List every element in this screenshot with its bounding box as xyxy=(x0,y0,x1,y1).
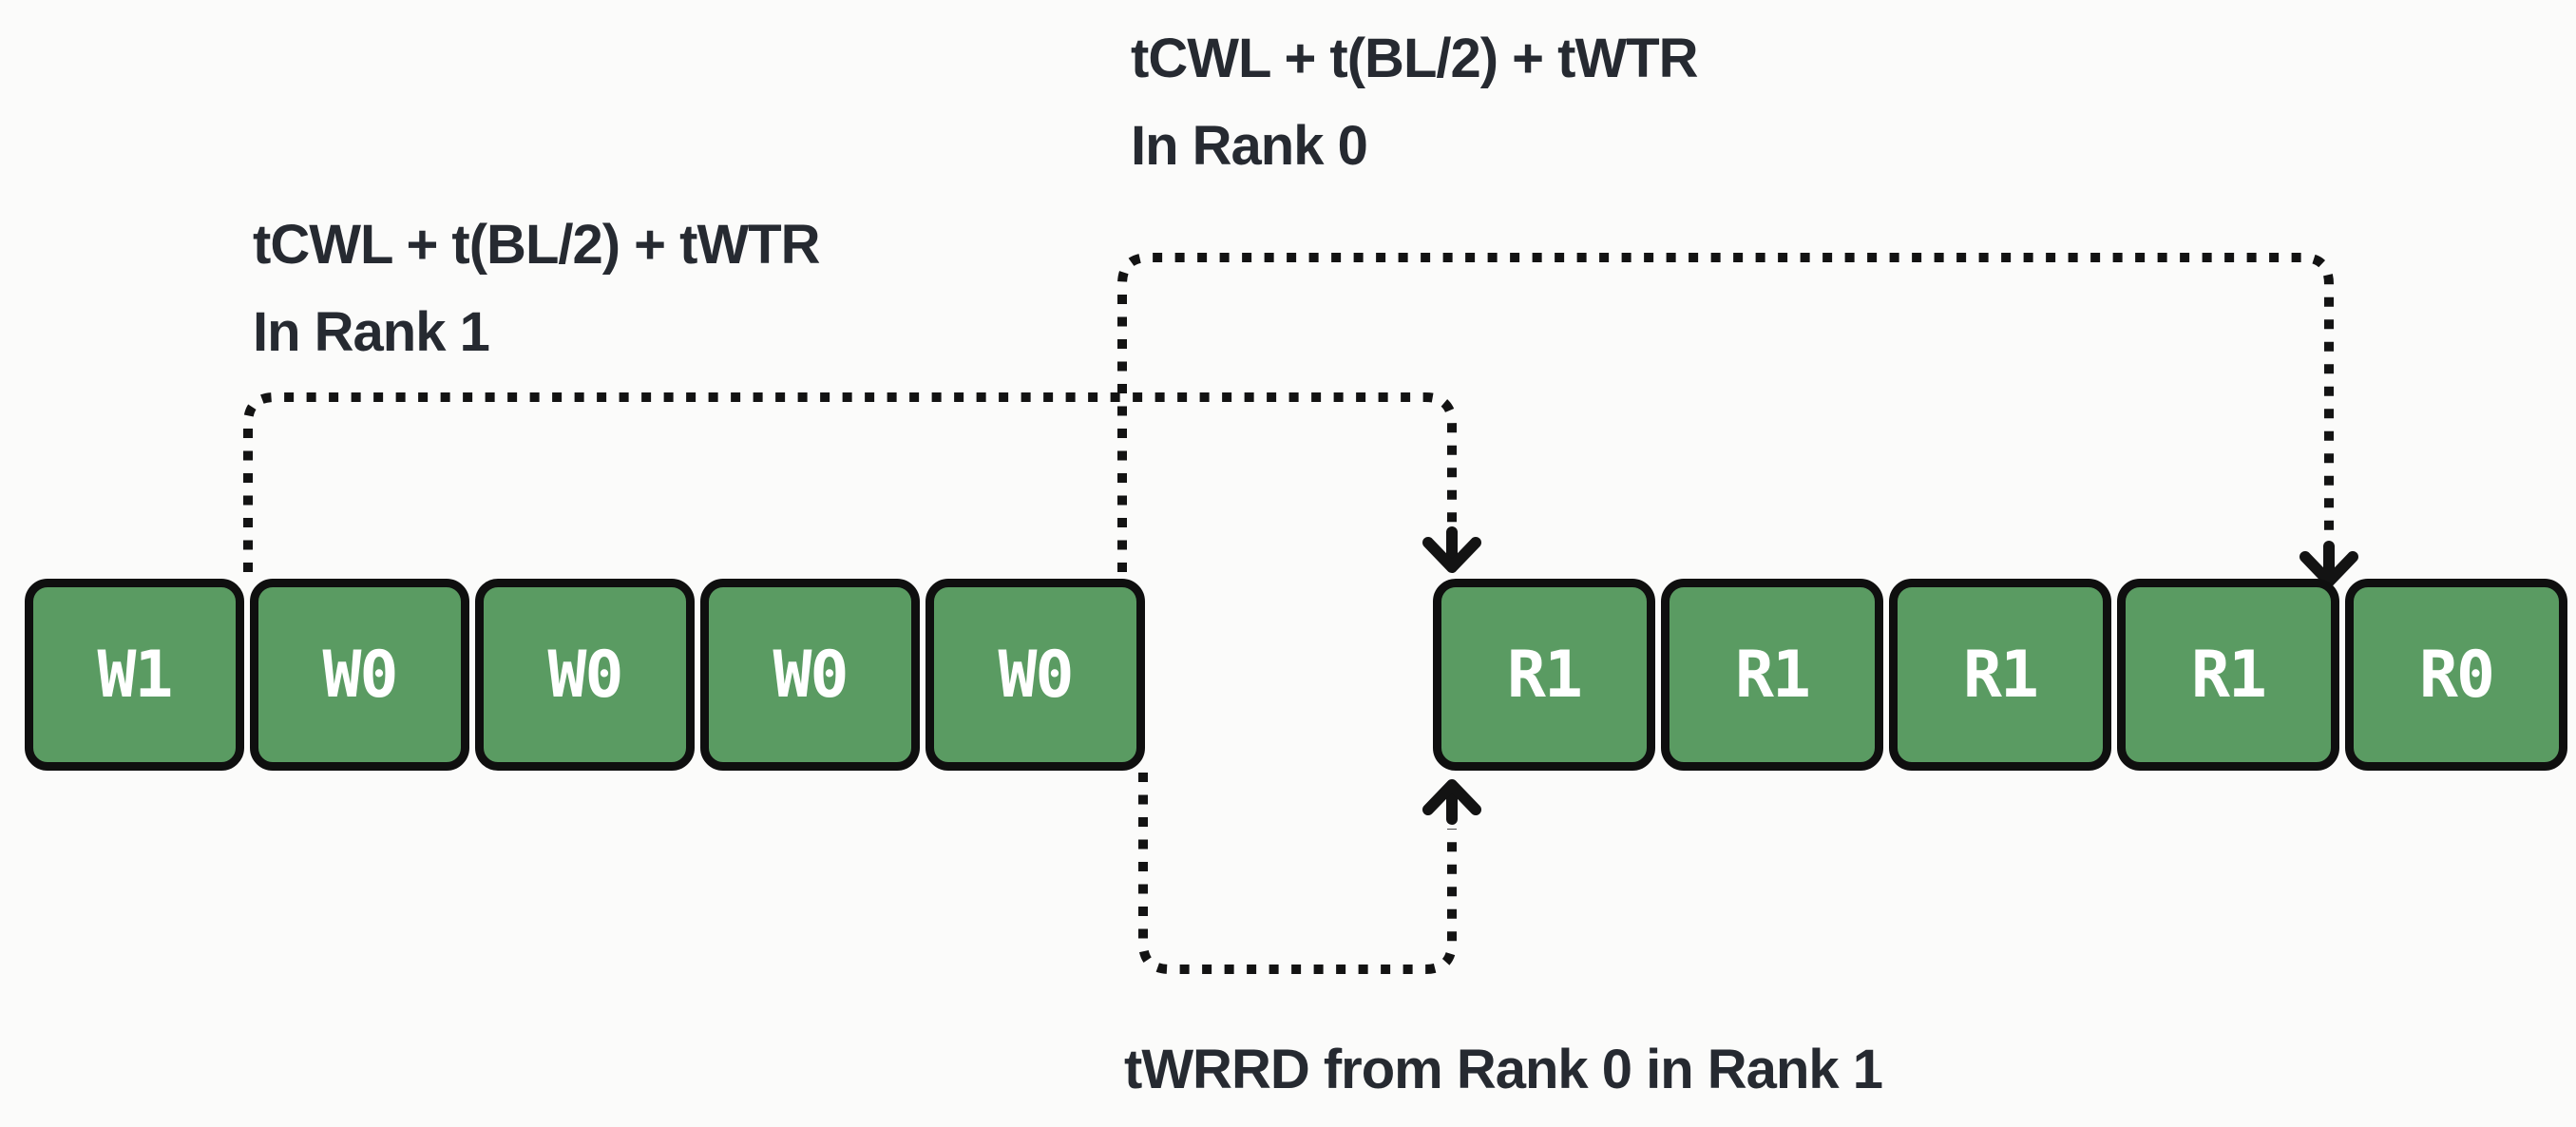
arrow-rank1-down-arrowhead xyxy=(1422,537,1481,573)
box-r1-2: R1 xyxy=(1661,579,1883,771)
box-r1-3: R1 xyxy=(1889,579,2111,771)
read-command-group: R1 R1 R1 R1 R0 xyxy=(1433,579,2567,771)
box-w1: W1 xyxy=(25,579,244,771)
box-w0-1: W0 xyxy=(250,579,469,771)
label-rank0-timing: tCWL + t(BL/2) + tWTR In Rank 0 xyxy=(1131,15,1699,190)
label-rank0-rank: In Rank 0 xyxy=(1131,115,1368,177)
label-rank1-rank: In Rank 1 xyxy=(253,301,490,363)
arrow-twrrd-up-arrowhead xyxy=(1422,779,1481,815)
write-command-group: W1 W0 W0 W0 W0 xyxy=(25,579,1145,771)
label-twrrd: tWRRD from Rank 0 in Rank 1 xyxy=(1124,1039,1883,1100)
label-rank0-formula: tCWL + t(BL/2) + tWTR xyxy=(1131,28,1699,89)
arrow-path-rank0 xyxy=(1117,253,2334,572)
box-r0: R0 xyxy=(2345,579,2567,771)
box-w0-2: W0 xyxy=(475,579,695,771)
box-r1-1: R1 xyxy=(1433,579,1655,771)
label-rank1-formula: tCWL + t(BL/2) + tWTR xyxy=(253,214,821,276)
arrow-path-twrrd xyxy=(1138,773,1457,974)
box-r1-4: R1 xyxy=(2117,579,2339,771)
box-w0-4: W0 xyxy=(925,579,1145,771)
arrow-path-rank1 xyxy=(243,392,1457,572)
box-w0-3: W0 xyxy=(700,579,920,771)
label-rank1-timing: tCWL + t(BL/2) + tWTR In Rank 1 xyxy=(253,201,821,376)
